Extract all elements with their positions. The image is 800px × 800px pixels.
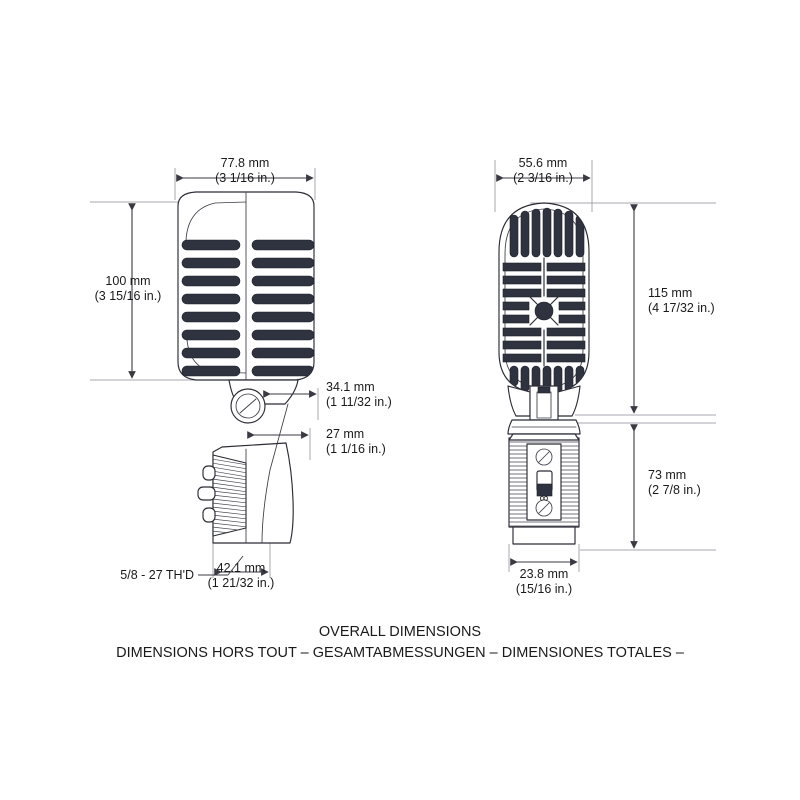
- label-front-body-height-imperial: (2 7/8 in.): [648, 483, 701, 497]
- side-swivel-screw-head: [235, 393, 261, 419]
- front-grille-center-emblem: [529, 257, 559, 367]
- label-side-yoke-offset-imperial: (1 11/32 in.): [326, 395, 392, 409]
- side-grille-left-column: [181, 239, 241, 377]
- front-view-extension-lines: [494, 160, 716, 572]
- label-front-body-diameter-imperial: (15/16 in.): [516, 582, 572, 596]
- front-neck-tab: [537, 386, 551, 394]
- front-screw-lower: [535, 499, 553, 517]
- front-grille-top-slots: [509, 207, 585, 258]
- front-screw-lower-slot: [538, 502, 550, 514]
- label-side-body-offset-imperial: (1 1/16 in.): [326, 442, 386, 456]
- label-side-width-metric: 77.8 mm: [221, 156, 270, 170]
- side-switch-lever: [197, 486, 216, 501]
- front-grille: [502, 207, 586, 394]
- label-thread-spec: 5/8 - 27 TH'D: [120, 568, 194, 582]
- front-yoke-arm-right: [557, 385, 581, 417]
- front-screw-upper-slot: [538, 451, 550, 463]
- caption-line-1: OVERALL DIMENSIONS: [319, 624, 481, 640]
- side-switch-panel-ribs: [213, 458, 246, 536]
- label-side-head-height-imperial: (3 15/16 in.): [95, 289, 162, 303]
- front-body-top-ring: [508, 433, 580, 441]
- side-knob-upper: [202, 465, 216, 481]
- side-view-microphone: [90, 168, 319, 578]
- label-side-head-height-metric: 100 mm: [105, 274, 150, 288]
- side-grille: [181, 239, 314, 377]
- label-front-body-diameter-metric: 23.8 mm: [520, 567, 569, 581]
- front-yoke-arm-left: [507, 385, 531, 417]
- label-side-width-imperial: (3 1/16 in.): [215, 171, 275, 185]
- side-grille-right-column: [251, 239, 314, 377]
- front-grille-right-bars: [546, 262, 586, 363]
- front-switch-off-mark: ∞: [540, 491, 549, 505]
- front-view-dimensions: [496, 174, 638, 566]
- side-swivel-screw-slot: [239, 398, 257, 414]
- label-front-width-metric: 55.6 mm: [519, 156, 568, 170]
- caption-line-2: DIMENSIONS HORS TOUT – GESAMTABMESSUNGEN…: [116, 645, 685, 661]
- side-body-contour: [261, 403, 289, 544]
- front-view-microphone: ∞: [494, 160, 716, 572]
- label-side-yoke-offset-metric: 34.1 mm: [326, 380, 375, 394]
- side-view-dimensions: [128, 174, 317, 576]
- front-grille-left-bars: [502, 262, 542, 363]
- front-screw-upper: [535, 448, 553, 466]
- label-side-body-depth-imperial: (1 21/32 in.): [208, 576, 275, 590]
- label-front-width-imperial: (2 3/16 in.): [513, 171, 573, 185]
- label-front-body-height-metric: 73 mm: [648, 468, 686, 482]
- front-base-collar: [512, 526, 576, 545]
- label-side-body-depth-metric: 42.1 mm: [217, 561, 266, 575]
- side-head-highlight-top: [185, 201, 247, 241]
- label-side-body-offset-metric: 27 mm: [326, 427, 364, 441]
- label-front-head-height-metric: 115 mm: [648, 286, 692, 300]
- label-front-head-height-imperial: (4 17/32 in.): [648, 301, 715, 315]
- side-knob-lower: [202, 507, 216, 523]
- front-switch-knob: [536, 483, 553, 497]
